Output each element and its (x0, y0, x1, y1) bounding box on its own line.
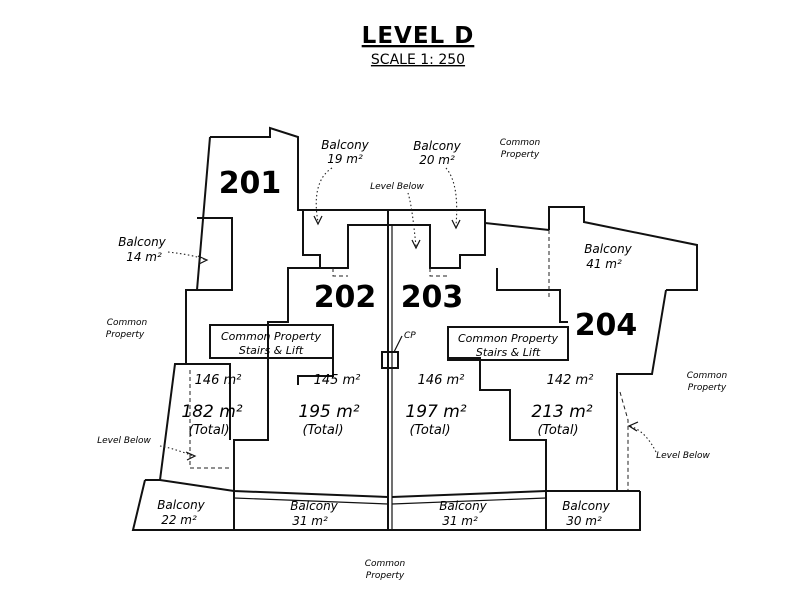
unit-201-internal-area: 146 m² (195, 373, 242, 388)
common-property-left-line1: Common (107, 318, 148, 328)
top-wall-center (298, 209, 550, 231)
unit-203-total-label: (Total) (409, 423, 450, 438)
unit-203-number: 203 (401, 280, 464, 315)
unit-204-west (496, 268, 568, 323)
cp-marker-box (381, 351, 399, 369)
level-below-top-label: Level Below (370, 182, 424, 192)
unit-204-total-label: (Total) (537, 423, 578, 438)
unit-201-total-label: (Total) (188, 423, 229, 438)
balcony-204-lower-area: 30 m² (566, 514, 602, 528)
balcony-203-upper-area: 20 m² (419, 153, 455, 167)
unit-204-total-area: 213 m² (531, 402, 592, 422)
unit-204-top (548, 206, 698, 291)
unit-201-number: 201 (219, 166, 282, 201)
balcony-201-upper-label: Balcony (118, 235, 166, 249)
unit-201-total-area: 182 m² (181, 402, 242, 422)
unit-204-right (616, 289, 667, 491)
unit-202-number: 202 (314, 280, 377, 315)
plan-scale: SCALE 1: 250 (371, 52, 465, 68)
stairs-left-box (209, 324, 334, 359)
balcony-204-upper-label: Balcony (584, 242, 632, 256)
cp-marker-label: CP (404, 331, 416, 341)
common-property-top-line1: Common (500, 138, 541, 148)
common-property-top-line2: Property (501, 150, 540, 160)
unit-201-lower (175, 363, 231, 440)
balcony-202-upper-area: 19 m² (327, 152, 363, 166)
inner-top-203 (390, 223, 486, 269)
balcony-204-lower-label: Balcony (562, 499, 610, 513)
balcony-202-lower-area: 31 m² (292, 514, 328, 528)
unit-202-total-label: (Total) (302, 423, 343, 438)
unit-203-total-area: 197 m² (405, 402, 466, 422)
balcony-202-upper-label: Balcony (321, 138, 369, 152)
unit-202-internal-area: 145 m² (314, 373, 361, 388)
level-below-right-label: Level Below (656, 451, 710, 461)
unit-202-west (233, 267, 320, 491)
unit-202-step (297, 358, 334, 385)
stairs-right-line2: Stairs & Lift (476, 346, 541, 359)
balcony-201-upper-area: 14 m² (126, 250, 162, 264)
unit-203-step (448, 357, 547, 491)
stairs-left-line1: Common Property (221, 330, 322, 343)
stairs-right-line1: Common Property (458, 332, 559, 345)
common-property-left-line2: Property (106, 330, 145, 340)
plan-title: LEVEL D (362, 23, 475, 49)
stairs-right-box (447, 326, 569, 361)
level-below-dashes (189, 230, 629, 491)
balcony-204-upper-area: 41 m² (586, 257, 622, 271)
unit-203-internal-area: 146 m² (418, 373, 465, 388)
unit-204-internal-area: 142 m² (547, 373, 594, 388)
balcony-203-upper-label: Balcony (413, 139, 461, 153)
building-walls (159, 126, 698, 491)
inner-top-202 (302, 224, 390, 269)
balcony-201-lower-area: 22 m² (161, 513, 197, 527)
balcony-202-lower-label: Balcony (290, 499, 338, 513)
party-wall (387, 210, 393, 530)
level-below-left-label: Level Below (97, 436, 151, 446)
common-property-bottom-line2: Property (366, 571, 405, 581)
unit-201-left-wall (159, 136, 211, 481)
stairs-left-line2: Stairs & Lift (239, 344, 304, 357)
unit-202-total-area: 195 m² (298, 402, 359, 422)
unit-204-number: 204 (575, 308, 638, 343)
lower-balconies (131, 479, 641, 531)
balcony-203-lower-label: Balcony (439, 499, 487, 513)
common-property-right-line2: Property (688, 383, 727, 393)
common-property-right-line1: Common (687, 371, 728, 381)
balcony-203-lower-area: 31 m² (442, 514, 478, 528)
leader-arrows (159, 167, 657, 461)
common-property-bottom-line1: Common (365, 559, 406, 569)
balcony-201-lower-label: Balcony (157, 498, 205, 512)
balcony-14-box (197, 217, 233, 291)
